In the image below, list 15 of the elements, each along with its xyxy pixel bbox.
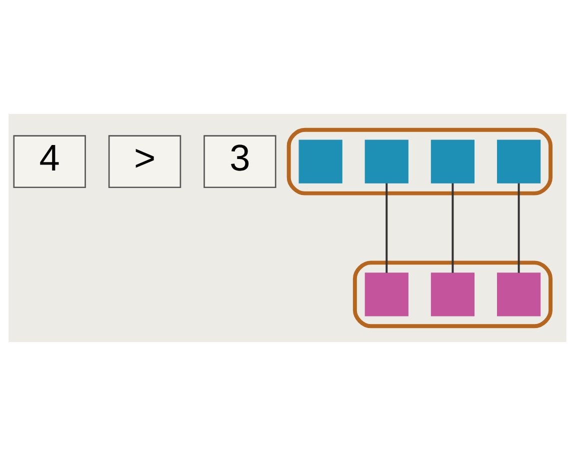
node-box (497, 139, 541, 183)
node-box (430, 139, 475, 183)
connector (452, 182, 454, 272)
node-box (364, 139, 408, 183)
node-box: 3 (204, 134, 276, 188)
node-box: > (108, 134, 182, 188)
node-box (298, 139, 342, 183)
connector (518, 182, 520, 272)
cluster (352, 260, 552, 328)
node-box (430, 272, 475, 316)
node-box: 4 (13, 134, 86, 188)
node-box (364, 272, 408, 316)
node-box (497, 272, 541, 316)
cluster (286, 127, 552, 195)
connector (386, 182, 388, 272)
